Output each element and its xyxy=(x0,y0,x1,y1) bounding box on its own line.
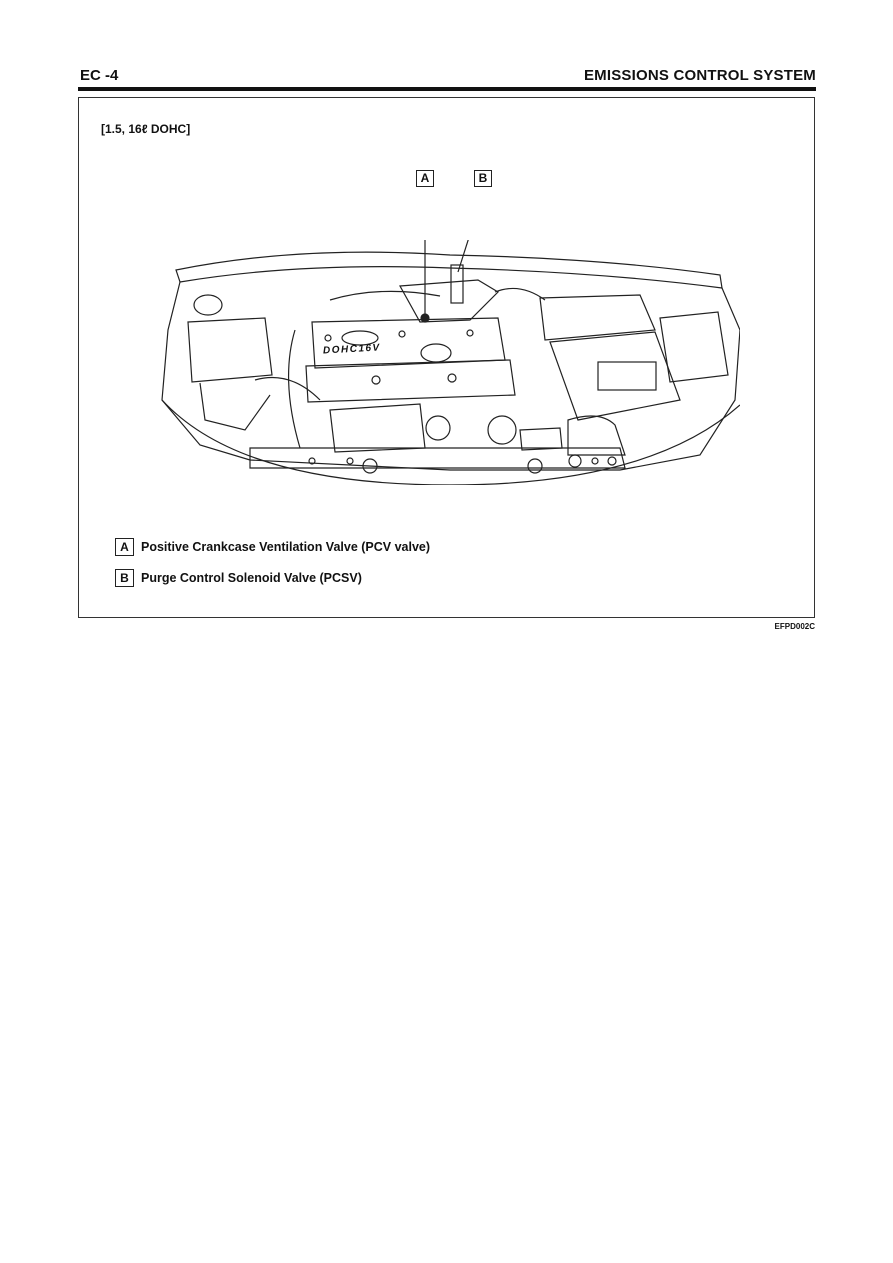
cover-bolt xyxy=(398,330,406,338)
legend-box-b: B xyxy=(115,569,134,587)
bolt-hole xyxy=(308,457,316,465)
engine-variant-label: [1.5, 16ℓ DOHC] xyxy=(101,122,191,136)
head-bolt xyxy=(371,375,381,385)
legend-text-a: Positive Crankcase Ventilation Valve (PC… xyxy=(141,540,431,554)
purge-control-solenoid-valve xyxy=(450,264,464,304)
left-cable xyxy=(254,376,321,401)
reservoir-bracket xyxy=(199,382,271,431)
radiator xyxy=(329,403,426,453)
battery xyxy=(659,311,729,383)
reservoir-cap xyxy=(193,294,223,316)
brand-emblem xyxy=(341,330,379,346)
intake-duct xyxy=(494,287,546,301)
bolt-hole xyxy=(362,458,378,474)
body-outline xyxy=(161,281,740,471)
figure-frame xyxy=(78,97,815,618)
legend-item-a: A Positive Crankcase Ventilation Valve (… xyxy=(115,538,430,556)
air-cleaner-box xyxy=(539,294,656,341)
coolant-reservoir xyxy=(187,317,273,383)
legend-box-a: A xyxy=(115,538,134,556)
resonator xyxy=(567,415,626,456)
header-rule xyxy=(78,87,816,91)
hose xyxy=(329,290,441,301)
bolt-hole xyxy=(607,456,617,466)
intake-plenum xyxy=(399,279,499,323)
radiator-cap xyxy=(425,415,451,441)
air-cleaner-lower xyxy=(549,331,681,421)
fan-motor xyxy=(487,415,517,445)
section-number: EC -4 xyxy=(80,67,119,84)
left-hose xyxy=(287,329,301,449)
section-title: EMISSIONS CONTROL SYSTEM xyxy=(583,67,816,84)
callout-a-marker: A xyxy=(416,170,434,187)
bolt-hole xyxy=(568,454,582,468)
legend-item-b: B Purge Control Solenoid Valve (PCSV) xyxy=(115,569,362,587)
legend-text-b: Purge Control Solenoid Valve (PCSV) xyxy=(141,571,362,585)
connector-block xyxy=(519,427,563,451)
figure-code: EFPD002C xyxy=(774,622,815,631)
bolt-hole xyxy=(591,457,599,465)
pcv-valve xyxy=(420,313,430,323)
engine-bay-illustration xyxy=(161,240,740,485)
callout-b-marker: B xyxy=(474,170,492,187)
cover-bolt xyxy=(324,334,332,342)
bolt-hole xyxy=(527,458,543,474)
cover-bolt xyxy=(466,329,474,337)
bolt-hole xyxy=(346,457,354,465)
bumper-line xyxy=(161,399,740,485)
cross-member xyxy=(249,447,626,469)
air-cleaner-label xyxy=(597,361,657,391)
leader-line-b xyxy=(457,240,469,273)
head-bolt xyxy=(447,373,457,383)
